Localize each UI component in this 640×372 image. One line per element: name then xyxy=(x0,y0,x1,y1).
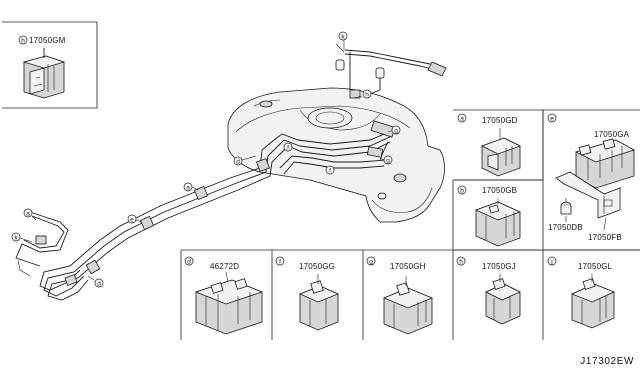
clip-17050gh-illustration xyxy=(382,276,434,335)
callout-f-left xyxy=(283,142,293,152)
callouts: k h g g f f d a e a k d xyxy=(11,31,401,288)
part-number-label: 17050GM xyxy=(29,36,66,45)
box-d-46272d: d 46272D xyxy=(184,256,264,335)
svg-text:d: d xyxy=(97,281,101,288)
box-j-17050gl: j 17050GL xyxy=(547,256,616,329)
svg-text:e: e xyxy=(130,217,134,224)
callout-k-top xyxy=(338,31,348,41)
svg-text:k: k xyxy=(341,34,345,41)
svg-text:f: f xyxy=(287,145,289,152)
callout-g-lower xyxy=(383,155,393,165)
part-number-label: 17050GA xyxy=(594,130,630,139)
clip-17050gl-illustration xyxy=(570,274,616,329)
box-h-17050gm: h 17050GM xyxy=(2,21,98,109)
svg-text:k: k xyxy=(14,235,18,242)
clip-17050gg-illustration xyxy=(298,274,340,331)
clip-17050gj-illustration xyxy=(485,274,521,325)
svg-text:d: d xyxy=(236,159,240,166)
box-a-17050gd: a 17050GD xyxy=(453,109,544,181)
box-g-17050gh: g 17050GH xyxy=(366,256,434,335)
svg-text:f: f xyxy=(279,259,281,266)
box-h-17050gj: h 17050GJ xyxy=(456,256,521,325)
svg-text:a: a xyxy=(26,211,30,218)
clip-17050gm-illustration xyxy=(22,48,66,99)
part-number-label: 17050GL xyxy=(578,262,613,271)
part-number-label: 17050GJ xyxy=(482,262,516,271)
svg-text:e: e xyxy=(550,116,554,123)
bottom-row-frame xyxy=(180,249,640,340)
svg-text:g: g xyxy=(369,259,373,266)
box-border xyxy=(2,21,98,109)
bracket-17050fb-illustration xyxy=(555,171,621,219)
clip-17050gd-illustration xyxy=(480,128,522,177)
clip-17050ga-illustration xyxy=(574,138,636,189)
clip-46272d-illustration xyxy=(194,271,264,335)
callout-k-left xyxy=(11,232,21,242)
part-number-label: 17050GD xyxy=(482,116,518,125)
part-number-label: 17050FB xyxy=(588,233,622,242)
box-b-17050gb: b 17050GB xyxy=(452,179,543,251)
callout-f-right xyxy=(325,165,335,175)
part-number-label: 46272D xyxy=(210,262,239,271)
box-f-17050gg: f 17050GG xyxy=(275,256,340,331)
svg-text:h: h xyxy=(365,92,369,99)
svg-text:b: b xyxy=(460,188,464,195)
clip-17050gb-illustration xyxy=(474,198,522,247)
clip-17050db-illustration xyxy=(560,198,572,215)
callout-h-mid xyxy=(362,89,372,99)
callout-d-lower xyxy=(94,278,104,288)
svg-text:a: a xyxy=(186,185,190,192)
svg-text:d: d xyxy=(187,259,191,266)
filler-tube-assembly xyxy=(335,43,447,105)
callout-d-upper xyxy=(233,156,243,166)
fuel-lines xyxy=(15,89,396,301)
callout-e-line xyxy=(127,214,137,224)
svg-text:j: j xyxy=(550,259,552,266)
box-e-17050ga: e 17050GA 17050DB 17050FB xyxy=(542,109,640,251)
callout-g-right xyxy=(391,125,401,135)
svg-text:h: h xyxy=(459,259,463,266)
fuel-tank xyxy=(227,87,445,223)
part-number-label: 17050GB xyxy=(482,186,517,195)
callout-a-line xyxy=(183,182,193,192)
svg-text:g: g xyxy=(386,158,390,165)
svg-text:g: g xyxy=(394,128,398,135)
callout-circle xyxy=(18,35,28,45)
part-number-label: 17050GH xyxy=(390,262,426,271)
diagram-id: J17302EW xyxy=(580,356,634,367)
callout-a-left xyxy=(23,208,33,218)
part-number-label: 17050DB xyxy=(548,223,583,232)
part-number-label: 17050GG xyxy=(299,262,335,271)
callout-letter: h xyxy=(21,38,25,45)
svg-text:a: a xyxy=(460,116,464,123)
svg-text:f: f xyxy=(329,168,331,175)
